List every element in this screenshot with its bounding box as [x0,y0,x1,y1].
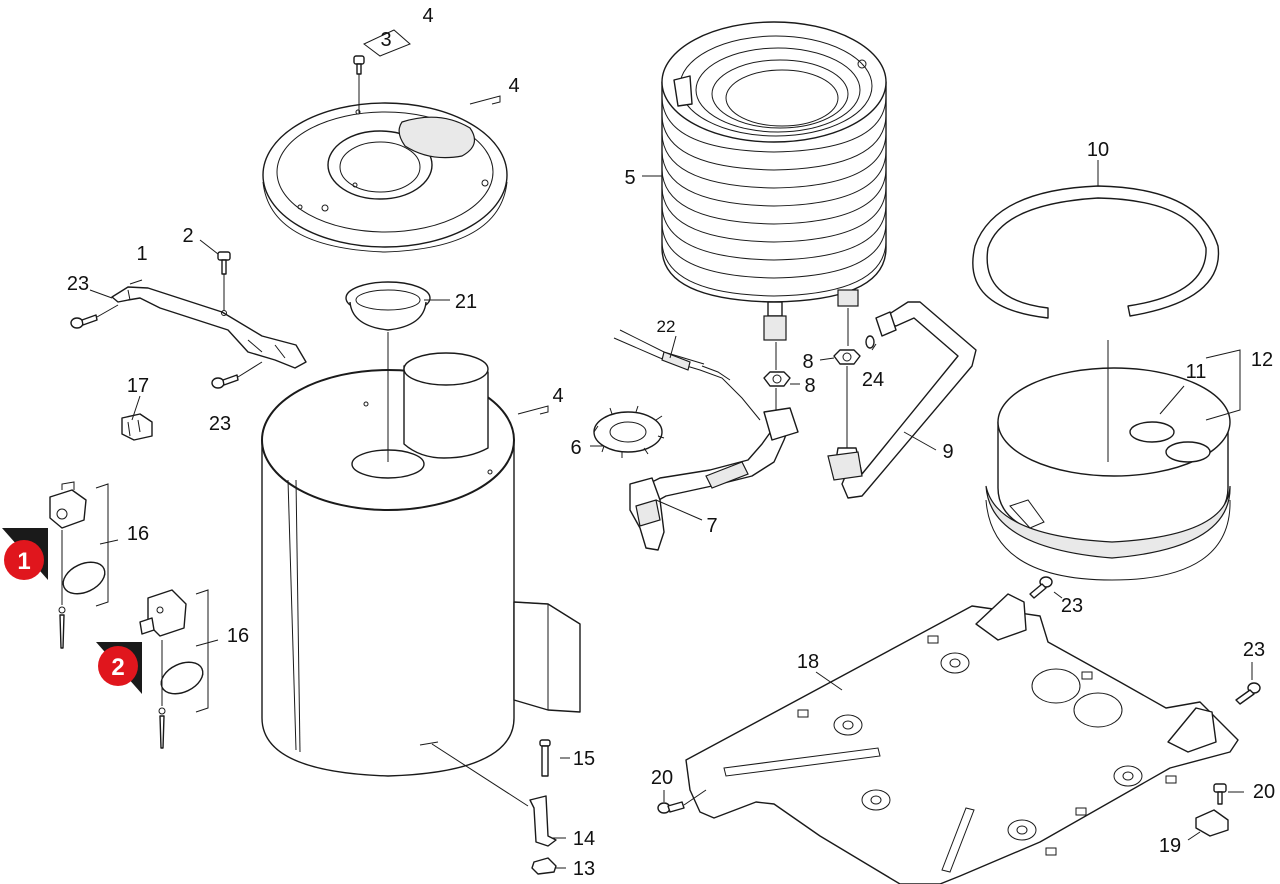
bracket-14 [529,795,557,847]
callout-5: 5 [624,167,635,189]
callout-23-b: 23 [209,413,231,435]
callout-16-b: 16 [227,625,249,647]
clip-part [121,413,153,441]
callout-24: 24 [862,369,884,391]
callout-17: 17 [127,375,149,397]
callout-18: 18 [797,651,819,673]
plate-screw-23-right [1235,682,1261,705]
callout-14: 14 [573,828,595,850]
plate-screw-23-top [1029,576,1053,599]
callout-8-b: 8 [804,375,815,397]
split-retaining-ring [972,185,1220,319]
pipe-assembly-9 [827,301,977,499]
callout-11: 11 [1186,361,1207,383]
nut-left [763,371,791,387]
sensor-variant-1 [49,481,109,649]
callout-23-a: 23 [67,273,89,295]
variant-marker-2: 2 [96,642,142,694]
callout-23-c: 23 [1061,595,1083,617]
callout-16-a: 16 [127,523,149,545]
callout-10: 10 [1087,139,1109,161]
variant-marker-1-label: 1 [17,548,30,575]
bracket-screw-left [70,314,98,329]
plate-screw-20-left [657,801,685,814]
callout-20-b: 20 [1253,781,1275,803]
variant-marker-1: 1 [2,528,48,580]
burner-nozzle-ring [593,405,665,458]
mounting-bracket [111,286,307,369]
side-duct [513,601,581,713]
heating-coil [661,21,887,303]
pipe-assembly-7 [629,407,799,551]
callout-4-cylinder: 4 [552,385,563,407]
bracket-screw-bottom [211,374,239,389]
callout-7: 7 [706,515,717,537]
nut-13 [531,857,557,875]
plate-screw-20-right [1213,783,1227,805]
bolt-15 [539,739,551,777]
sensor-wire [613,329,761,421]
top-cover-screw [353,55,365,75]
coil-fitting-right [837,289,859,307]
sensor-variant-2 [139,589,209,749]
top-cover-part [262,102,508,253]
variant-marker-2-label: 2 [111,654,124,681]
callout-21: 21 [455,291,477,313]
o-ring-part [865,335,875,349]
callout-22: 22 [657,317,676,336]
base-drum [985,367,1231,581]
bracket-screw-top [217,251,231,275]
callout-9: 9 [942,441,953,463]
callout-15: 15 [573,748,595,770]
nut-right [833,349,861,365]
callout-23-d: 23 [1243,639,1265,661]
callout-4-cover: 4 [508,75,519,97]
callout-12: 12 [1251,349,1273,371]
callout-13: 13 [573,858,595,880]
callout-leaders [89,29,1253,869]
callout-8-a: 8 [802,351,813,373]
base-plate [685,593,1239,884]
callout-2: 2 [182,225,193,247]
plate-clip [1195,809,1229,837]
callout-labels: 4 3 4 4 1 2 23 23 17 16 16 21 5 22 8 8 2… [67,5,1275,880]
coil-fitting-left [763,301,787,341]
callout-4-top: 4 [422,5,433,27]
ring-seal-part [345,281,431,331]
callout-6: 6 [570,437,581,459]
callout-3: 3 [380,29,391,51]
callout-19: 19 [1159,835,1181,857]
callout-20-a: 20 [651,767,673,789]
callout-1: 1 [136,243,147,265]
flue-outlet-pipe [403,352,489,459]
